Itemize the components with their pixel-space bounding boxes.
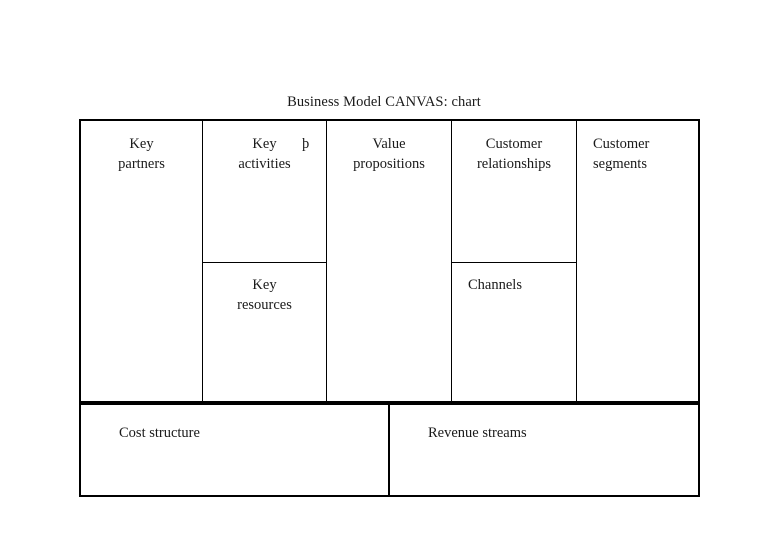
canvas-column-customer-relationships: Customer relationships Channels [452, 121, 577, 401]
cell-label-customer-relationships: Customer relationships [476, 136, 552, 172]
cell-label-revenue-streams: Revenue streams [428, 425, 527, 441]
canvas-cell-value-propositions[interactable]: Value propositions [327, 121, 451, 401]
cell-label-value-propositions: Value propositions [353, 136, 425, 172]
canvas-column-key-activities: Key activities þ Key resources [203, 121, 327, 401]
cell-label-key-resources: Key resources [237, 277, 292, 313]
cell-label-cost-structure: Cost structure [119, 425, 200, 441]
canvas-grid: Key partners Key activities þ Key resour… [79, 119, 700, 403]
canvas-cell-cost-structure[interactable]: Cost structure [81, 405, 390, 495]
cell-label-customer-segments: Customer segments [593, 136, 650, 172]
canvas-bottom-row: Cost structure Revenue streams [79, 403, 700, 497]
cell-label-key-partners: Key partners [118, 136, 165, 172]
canvas-cell-key-partners[interactable]: Key partners [81, 121, 202, 401]
cell-label-key-activities: Key activities [238, 136, 291, 172]
canvas-column-value-propositions: Value propositions [327, 121, 452, 401]
canvas-column-customer-segments: Customer segments [577, 121, 698, 401]
canvas-cell-channels[interactable]: Channels [452, 263, 576, 401]
cell-label-channels: Channels [468, 277, 522, 293]
thorn-marker-glyph: þ [302, 136, 310, 152]
canvas-column-key-partners: Key partners [81, 121, 203, 401]
canvas-cell-customer-relationships[interactable]: Customer relationships [452, 121, 576, 263]
canvas-cell-key-resources[interactable]: Key resources [203, 263, 326, 401]
page-title: Business Model CANVAS: chart [287, 94, 481, 110]
canvas-cell-key-activities[interactable]: Key activities þ [203, 121, 326, 263]
canvas-cell-customer-segments[interactable]: Customer segments [577, 121, 698, 401]
canvas-cell-revenue-streams[interactable]: Revenue streams [390, 405, 698, 495]
